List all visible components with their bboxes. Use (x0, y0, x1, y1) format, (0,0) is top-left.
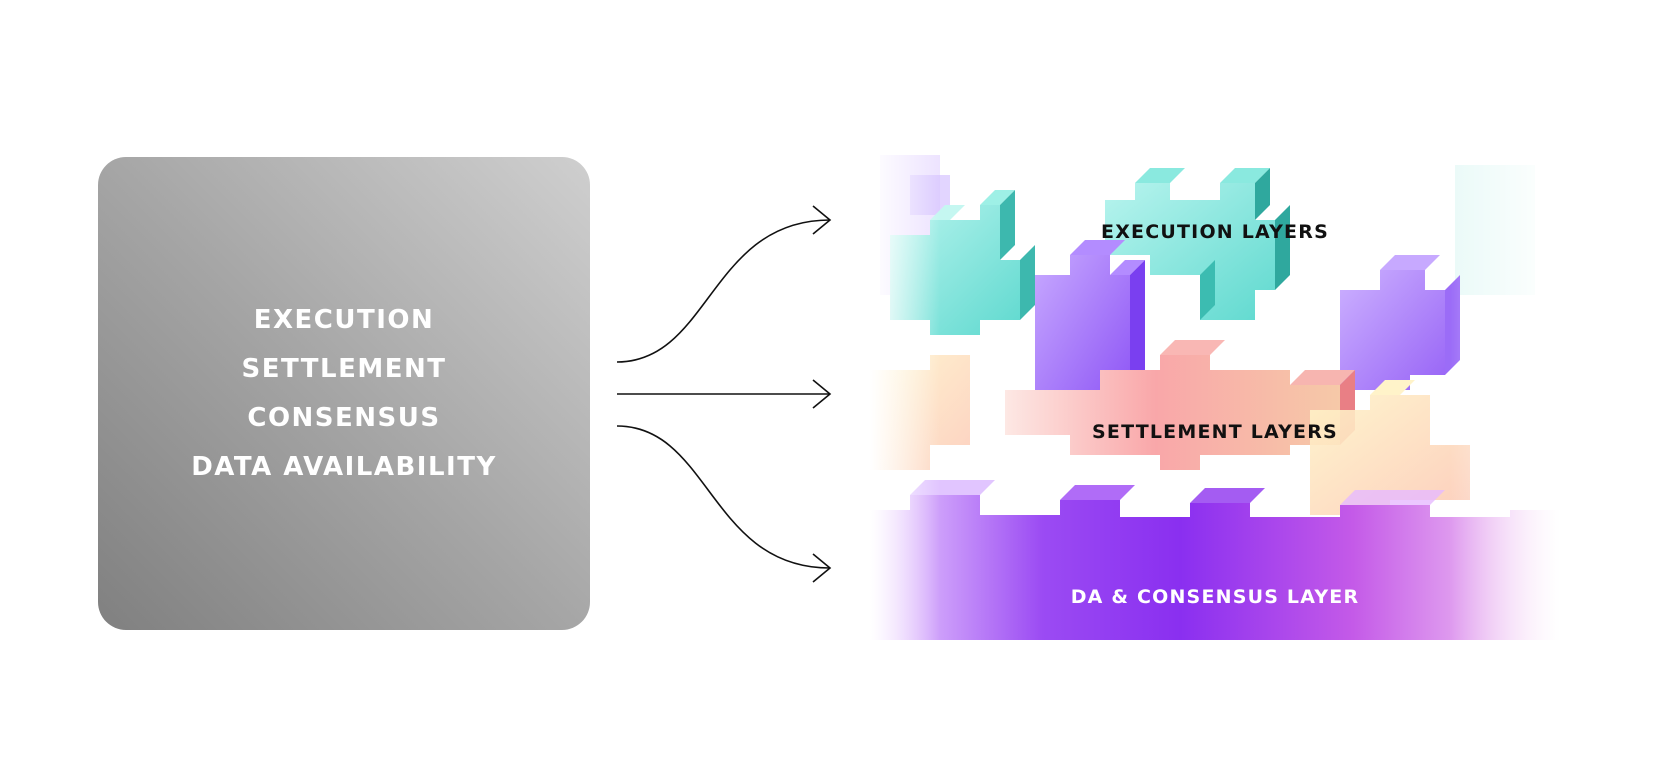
arrow-to-da (616, 425, 831, 569)
split-arrows (616, 205, 832, 583)
monolith-line-settlement: SETTLEMENT (241, 353, 447, 384)
monolithic-stack-box: EXECUTION SETTLEMENT CONSENSUS DATA AVAI… (98, 157, 590, 630)
da-consensus-blocks (870, 480, 1560, 640)
left-fade (870, 145, 940, 640)
monolith-line-execution: EXECUTION (253, 304, 435, 335)
settlement-layers-label: SETTLEMENT LAYERS (1092, 421, 1338, 443)
monolith-line-data-availability: DATA AVAILABILITY (191, 451, 497, 482)
right-fade (1450, 145, 1560, 640)
arrow-head-da-icon (812, 553, 832, 583)
da-consensus-layer-label: DA & CONSENSUS LAYER (1070, 586, 1360, 608)
arrow-head-settlement-icon (812, 379, 832, 409)
monolith-line-consensus: CONSENSUS (247, 402, 441, 433)
modular-stack-illustration: EXECUTION LAYERS SETTLEMENT LAYERS DA & … (870, 145, 1560, 640)
arrow-to-execution (616, 219, 831, 363)
arrow-head-execution-icon (812, 205, 832, 235)
execution-layers-label: EXECUTION LAYERS (1101, 221, 1329, 243)
